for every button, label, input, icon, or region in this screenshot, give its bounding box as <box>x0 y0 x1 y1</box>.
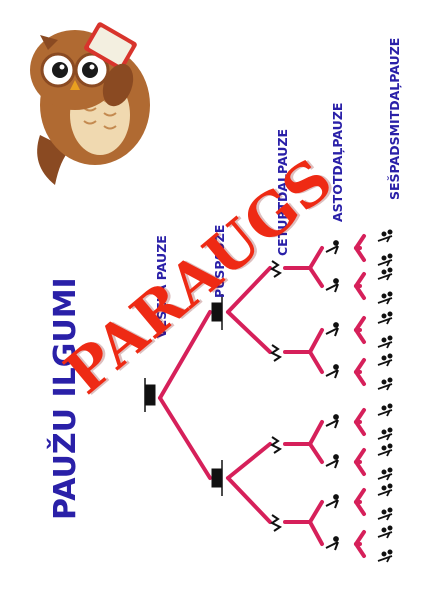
tree-branch <box>308 266 324 288</box>
sixteenth-rest-dot <box>381 269 387 275</box>
quarter-rest-icon <box>270 344 282 362</box>
tree-branch <box>308 246 324 270</box>
sixteenth-rest-icon <box>377 473 393 481</box>
eighth-rest-dot <box>333 414 339 420</box>
sixteenth-rest-dot <box>381 469 387 475</box>
sixteenth-rest-dot <box>381 379 387 385</box>
tree-branch <box>308 442 324 464</box>
eighth-rest-icon <box>325 541 339 551</box>
sixteenth-rest-dot <box>381 231 387 237</box>
tree-branch <box>226 266 272 314</box>
tree-branch <box>158 310 212 400</box>
quarter-rest-icon <box>270 514 282 532</box>
sixteenth-rest-dot <box>387 507 393 513</box>
sixteenth-rest-icon <box>377 341 393 349</box>
sixteenth-rest-icon <box>377 317 393 325</box>
sixteenth-rest-dot <box>387 267 393 273</box>
level-label-sixteenth: SEŠPADSMITDAĻPAUZE <box>387 37 402 200</box>
sixteenth-rest-icon <box>377 235 393 243</box>
eighth-rest-dot <box>333 278 339 284</box>
tree-branch <box>308 350 324 374</box>
sixteenth-rest-dot <box>387 353 393 359</box>
eighth-rest-icon <box>325 419 339 429</box>
tree-branch <box>308 520 324 546</box>
sixteenth-rest-dot <box>381 527 387 533</box>
sixteenth-rest-icon <box>377 273 393 281</box>
sixteenth-rest-dot <box>387 525 393 531</box>
tree-branch <box>308 328 324 354</box>
sixteenth-rest-icon <box>377 555 393 563</box>
sixteenth-rest-dot <box>381 445 387 451</box>
rest-symbols <box>144 229 393 563</box>
sixteenth-rest-dot <box>381 405 387 411</box>
half-rest-icon <box>211 302 223 322</box>
sixteenth-rest-dot <box>387 229 393 235</box>
eighth-rest-icon <box>325 459 339 469</box>
eighth-rest-icon <box>325 283 339 293</box>
eighth-rest-dot <box>333 536 339 542</box>
sixteenth-rest-dot <box>387 427 393 433</box>
tree-branch <box>308 500 324 524</box>
sixteenth-rest-dot <box>381 293 387 299</box>
sixteenth-rest-icon <box>377 489 393 497</box>
sixteenth-rest-icon <box>377 433 393 441</box>
whole-rest-icon <box>144 384 156 406</box>
sixteenth-rest-dot <box>387 467 393 473</box>
sixteenth-rest-dot <box>387 335 393 341</box>
sixteenth-rest-icon <box>377 359 393 367</box>
sixteenth-rest-dot <box>387 311 393 317</box>
sixteenth-rest-dot <box>387 377 393 383</box>
eighth-rest-dot <box>333 494 339 500</box>
sixteenth-rest-dot <box>381 355 387 361</box>
sixteenth-rest-icon <box>377 259 393 267</box>
tree-branch <box>226 442 272 480</box>
sixteenth-rest-dot <box>387 443 393 449</box>
tree-branch <box>226 310 272 354</box>
eighth-rest-icon <box>325 327 339 337</box>
tree-branch <box>308 420 324 446</box>
sixteenth-rest-icon <box>377 531 393 539</box>
page-title: PAUŽU ILGUMI <box>48 277 83 520</box>
eighth-rest-dot <box>333 364 339 370</box>
eighth-rest-dot <box>333 454 339 460</box>
sixteenth-rest-dot <box>381 255 387 261</box>
sixteenth-rest-dot <box>381 509 387 515</box>
eighth-rest-dot <box>333 322 339 328</box>
tree-branches <box>158 234 366 558</box>
sixteenth-rest-dot <box>387 291 393 297</box>
quarter-rest-icon <box>270 436 282 454</box>
eighth-rest-icon <box>325 369 339 379</box>
owl-with-book-icon <box>30 22 150 185</box>
sixteenth-rest-dot <box>387 549 393 555</box>
sixteenth-rest-dot <box>387 483 393 489</box>
sixteenth-rest-dot <box>381 313 387 319</box>
quarter-rest-icon <box>270 260 282 278</box>
eighth-rest-icon <box>325 245 339 255</box>
sixteenth-rest-icon <box>377 383 393 391</box>
sixteenth-rest-dot <box>387 253 393 259</box>
eighth-rest-icon <box>325 499 339 509</box>
sixteenth-rest-dot <box>387 403 393 409</box>
sixteenth-rest-dot <box>381 551 387 557</box>
tree-branch <box>158 396 212 480</box>
sixteenth-rest-icon <box>377 297 393 305</box>
sixteenth-rest-dot <box>381 485 387 491</box>
tree-branch <box>226 476 272 524</box>
sixteenth-rest-dot <box>381 429 387 435</box>
half-rest-icon <box>211 468 223 488</box>
sixteenth-rest-icon <box>377 449 393 457</box>
sixteenth-rest-icon <box>377 409 393 417</box>
sixteenth-rest-icon <box>377 513 393 521</box>
sixteenth-rest-dot <box>381 337 387 343</box>
eighth-rest-dot <box>333 240 339 246</box>
